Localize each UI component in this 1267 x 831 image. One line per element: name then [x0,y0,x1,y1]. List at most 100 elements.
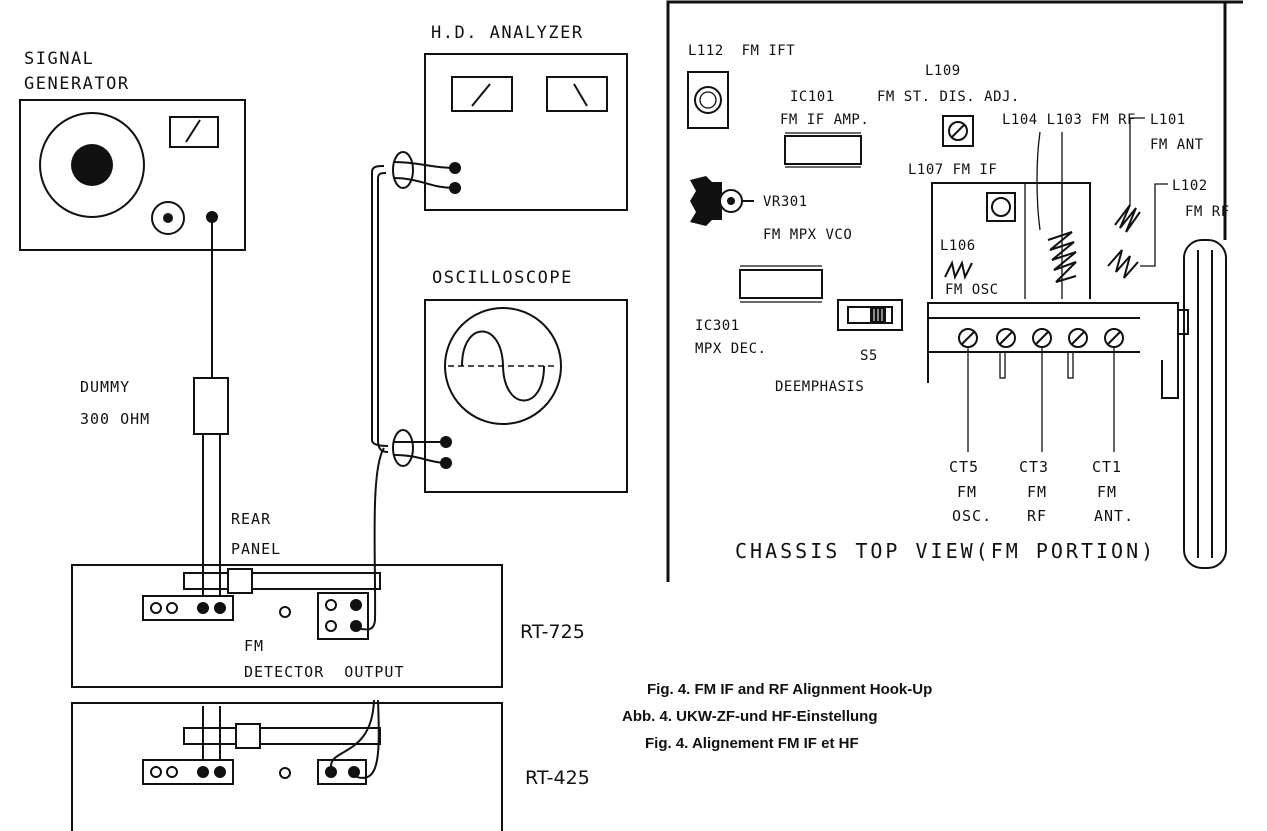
l102-label-2: FM RF [1185,204,1230,220]
oscilloscope: OSCILLOSCOPE [424,268,628,493]
dummy-label-2: 300 OHM [80,410,150,428]
l107-coil [986,192,1016,222]
s5-label: S5 [860,348,878,364]
l109-adjuster [942,115,974,147]
l107-label: L107 FM IF [908,162,997,178]
analyzer-meter-left [451,76,513,112]
generator-output-jack [151,201,185,235]
hd-analyzer-case [424,53,628,211]
detector-output-cables [355,151,456,631]
ct5-label-2: FM [957,483,977,501]
dummy-load: DUMMY 300 OHM [80,377,229,435]
rear-panel-label-2: PANEL [231,540,281,558]
rt-725-chassis [71,564,503,688]
chassis-outline [666,0,1243,582]
ct3-label-2: FM [1027,483,1047,501]
ct3-label-3: RF [1027,507,1047,525]
caption-french: Fig. 4. Alignement FM IF et HF [645,735,859,752]
ic301-label-2: MPX DEC. [695,341,766,357]
ic101-label-2: FM IF AMP. [780,112,869,128]
fm-st-dis-adj-label: FM ST. DIS. ADJ. [877,89,1020,105]
ct1-label-2: FM [1097,483,1117,501]
signal-generator-label-2: GENERATOR [24,74,130,94]
caption-english: Fig. 4. FM IF and RF Alignment Hook-Up [647,681,932,698]
l101-label-1: L101 [1150,112,1186,128]
s5-switch-body [837,299,903,331]
l109-label: L109 [925,63,961,79]
hd-analyzer-label: H.D. ANALYZER [431,23,584,43]
tuning-dial[interactable] [39,112,145,218]
ic101-label-1: IC101 [790,89,835,105]
front-end-shield [931,182,1091,299]
rt-425-detector-jack [317,759,367,785]
analyzer-needle-left-icon [471,83,491,107]
sine-wave-icon [461,330,545,402]
rt-425-rear-panel: RT-425 [71,699,590,831]
l102-coil-icon [1107,249,1139,279]
oscilloscope-label: OSCILLOSCOPE [432,268,573,288]
hd-analyzer: H.D. ANALYZER [424,23,628,211]
ct3-label: CT3 [1019,458,1049,476]
signal-generator-label-1: SIGNAL [24,49,94,69]
l101-label-2: FM ANT [1150,137,1204,153]
l112-label: L112 FM IFT [688,43,795,59]
tuning-knob-icon [71,144,113,186]
vr301-label-2: FM MPX VCO [763,227,852,243]
fm-detector-label-1: FM [244,637,264,655]
l109-screw-icon[interactable] [948,121,968,141]
dummy-label-1: DUMMY [80,378,130,396]
oscilloscope-case [424,299,628,493]
analyzer-needle-right-icon [573,83,588,107]
ic301-chip [739,269,823,299]
analyzer-meter-right [546,76,608,112]
tuning-pulley [1183,239,1227,569]
scope-cable-clip [392,429,414,467]
ct5-label-3: OSC. [952,507,992,525]
ct1-label: CT1 [1092,458,1122,476]
fm-detector-label-2: DETECTOR OUTPUT [244,663,405,681]
analyzer-cable-clip [392,151,414,189]
generator-meter [169,116,219,148]
l102-label-1: L102 [1172,178,1208,194]
rt-425-rail [183,727,381,745]
chassis-title: CHASSIS TOP VIEW(FM PORTION) [735,539,1156,563]
rt-725-rear-panel: REAR PANEL FM DETECTOR OUTPUT RT-725 [71,510,585,688]
l101-coil-icon [1114,204,1141,233]
l104-coil-icon [1047,231,1077,283]
rt-425-chassis [71,702,503,831]
oscilloscope-screen [444,307,562,425]
signal-generator: SIGNAL GENERATOR [19,49,246,251]
l104-l103-label: L104 L103 FM RF [1002,112,1136,128]
rt-725-clamp [227,568,253,594]
ct1-label-3: ANT. [1094,507,1134,525]
rt-725-screw [279,606,291,618]
l106-label: L106 [940,238,976,254]
rt-725-rail [183,572,381,590]
rt-725-antenna-terminal [142,595,234,621]
rt-725-detector-jack [317,592,369,640]
rt-425-antenna-terminal [142,759,234,785]
ic301-label-1: IC301 [695,318,740,334]
ct5-label: CT5 [949,458,979,476]
l112-core-icon[interactable] [694,86,722,114]
model-rt-725: RT-725 [520,621,585,643]
meter-needle-icon [185,119,201,143]
rt-425-clamp [235,723,261,749]
signal-generator-case [19,99,246,251]
vr301-label-1: VR301 [763,194,808,210]
ic101-chip [784,135,862,165]
dummy-resistor [193,377,229,435]
figure-captions: Fig. 4. FM IF and RF Alignment Hook-Up A… [622,681,932,752]
l106-function-label: FM OSC [945,282,999,298]
trimmer-strip [927,302,1179,399]
caption-german: Abb. 4. UKW-ZF-und HF-Einstellung [622,708,878,725]
rear-panel-label-1: REAR [231,510,271,528]
l107-core-icon[interactable] [991,197,1011,217]
trimmer-4-icon [1068,328,1088,348]
chassis-top-view: L112 FM IFT L109 FM ST. DIS. ADJ. IC101 … [666,0,1243,582]
deemphasis-label: DEEMPHASIS [775,379,864,395]
vr301-trimmer [690,176,722,226]
trimmer-2-icon [996,328,1016,348]
l112-coil [687,71,729,129]
